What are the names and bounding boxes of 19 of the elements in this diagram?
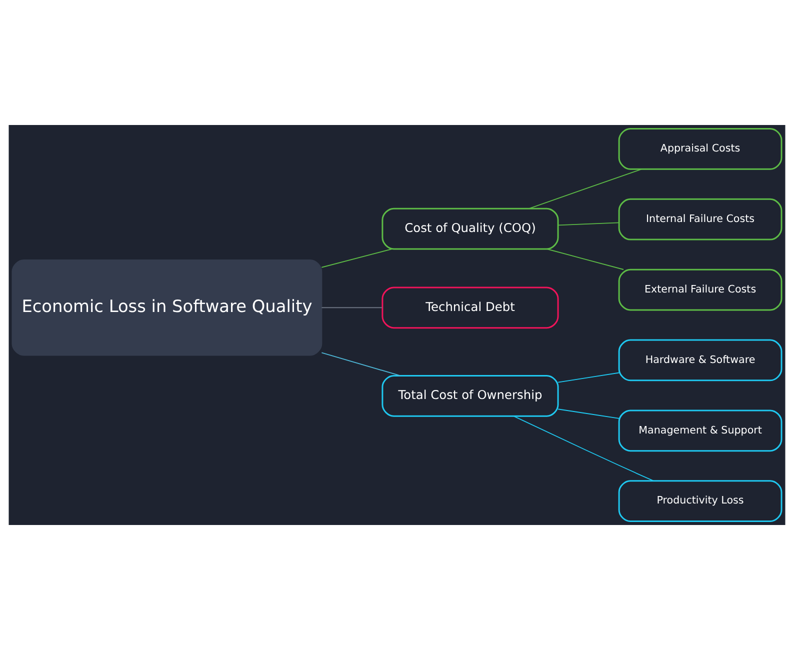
connector: [321, 352, 401, 376]
node-box: Total Cost of Ownership: [382, 374, 559, 417]
node-box: Internal Failure Costs: [618, 198, 782, 240]
connector: [558, 222, 620, 226]
node-box: Hardware & Software: [618, 339, 782, 382]
connector: [321, 248, 392, 268]
connector: [546, 248, 624, 270]
node-box: Economic Loss in Software Quality: [12, 259, 322, 356]
node-box: Appraisal Costs: [618, 128, 782, 170]
connector: [558, 372, 620, 383]
node-box: Technical Debt: [382, 286, 559, 329]
connector: [558, 408, 620, 419]
node-box: Cost of Quality (COQ): [382, 208, 559, 250]
node-box: Management & Support: [618, 410, 782, 452]
connector: [528, 168, 642, 209]
node-box: External Failure Costs: [618, 268, 782, 311]
node-box: Productivity Loss: [618, 480, 782, 522]
connector: [513, 416, 654, 482]
connector: [321, 307, 383, 308]
